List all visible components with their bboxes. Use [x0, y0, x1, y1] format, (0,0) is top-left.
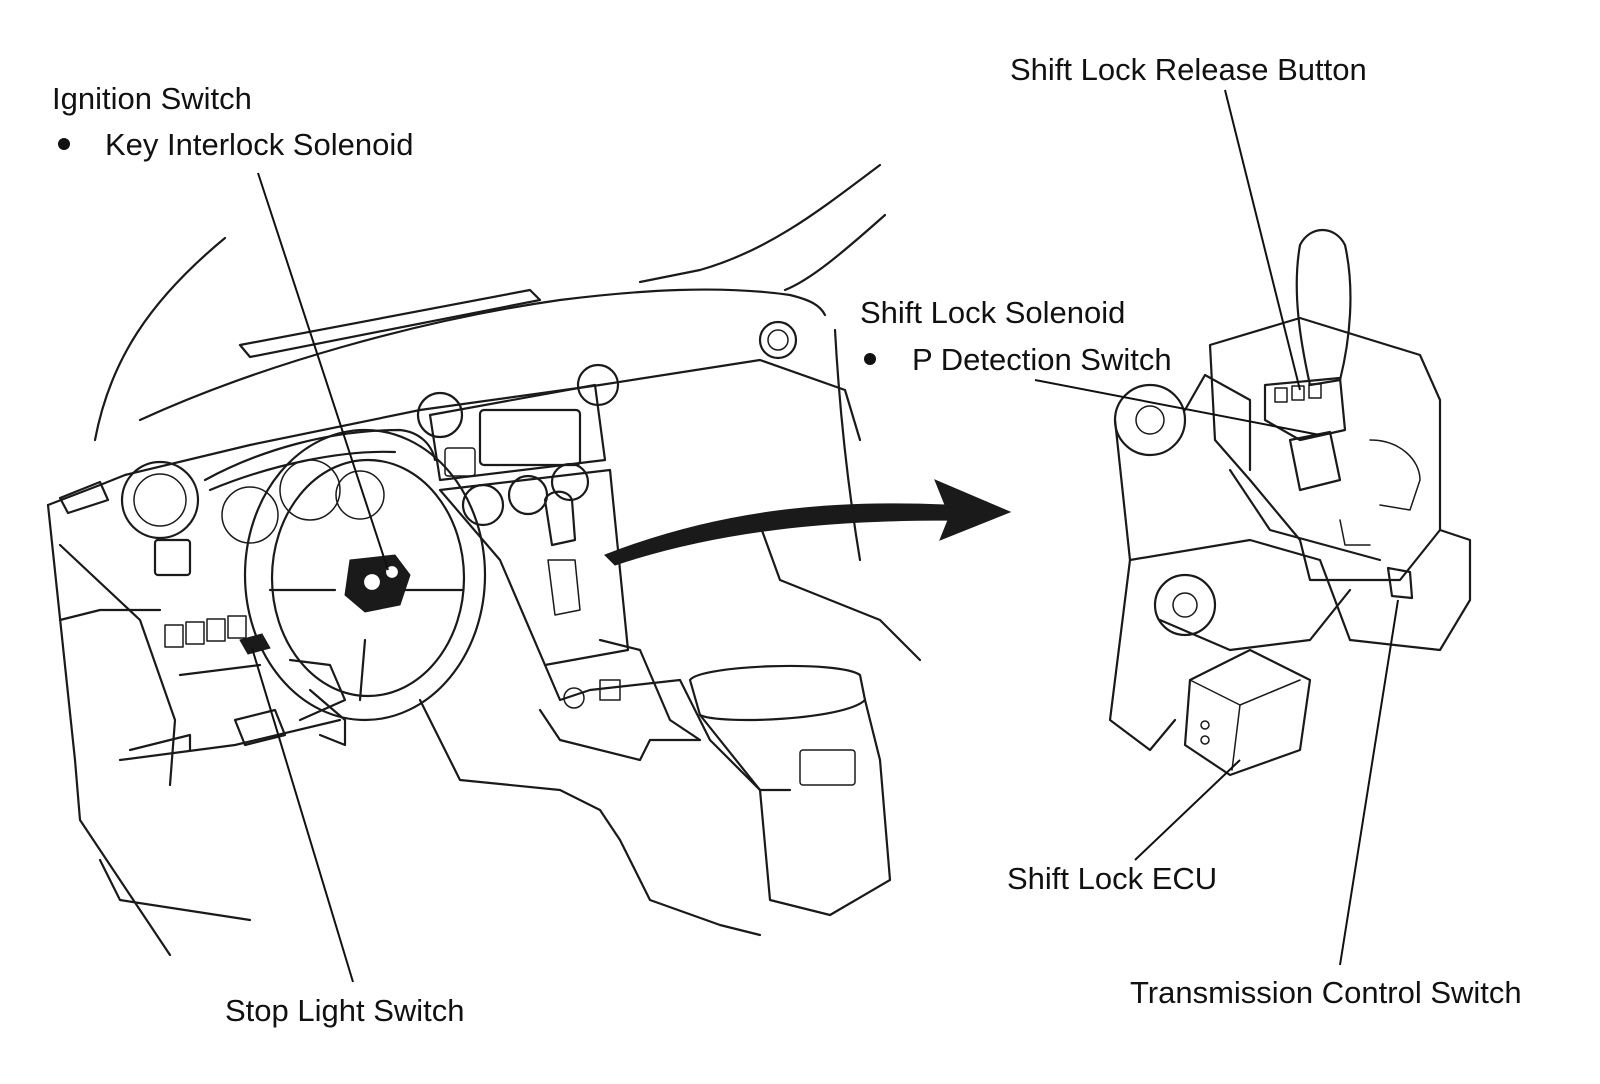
leader-key-interlock — [257, 172, 389, 571]
label-ignition-switch: Ignition Switch — [52, 81, 252, 116]
label-shift-lock-release-button: Shift Lock Release Button — [1010, 52, 1367, 87]
label-key-interlock-solenoid: Key Interlock Solenoid — [105, 127, 413, 162]
label-p-detection-switch: P Detection Switch — [912, 342, 1172, 377]
leader-lines — [251, 89, 1399, 983]
direction-arrow — [604, 479, 1012, 566]
leader-ecu — [1134, 759, 1241, 861]
dashboard-illustration — [46, 163, 922, 957]
bullet-key-interlock — [58, 138, 70, 150]
bullet-p-detection — [864, 353, 876, 365]
shifter-assembly-illustration — [1108, 229, 1472, 777]
label-shift-lock-ecu: Shift Lock ECU — [1007, 861, 1217, 896]
leader-transmission-control — [1339, 599, 1399, 966]
leader-stop-light — [251, 647, 354, 983]
label-shift-lock-solenoid: Shift Lock Solenoid — [860, 295, 1125, 330]
label-stop-light-switch: Stop Light Switch — [225, 993, 465, 1028]
label-transmission-control-switch: Transmission Control Switch — [1130, 975, 1522, 1010]
leader-p-detection — [1034, 379, 1321, 436]
leader-release-button — [1224, 89, 1301, 391]
